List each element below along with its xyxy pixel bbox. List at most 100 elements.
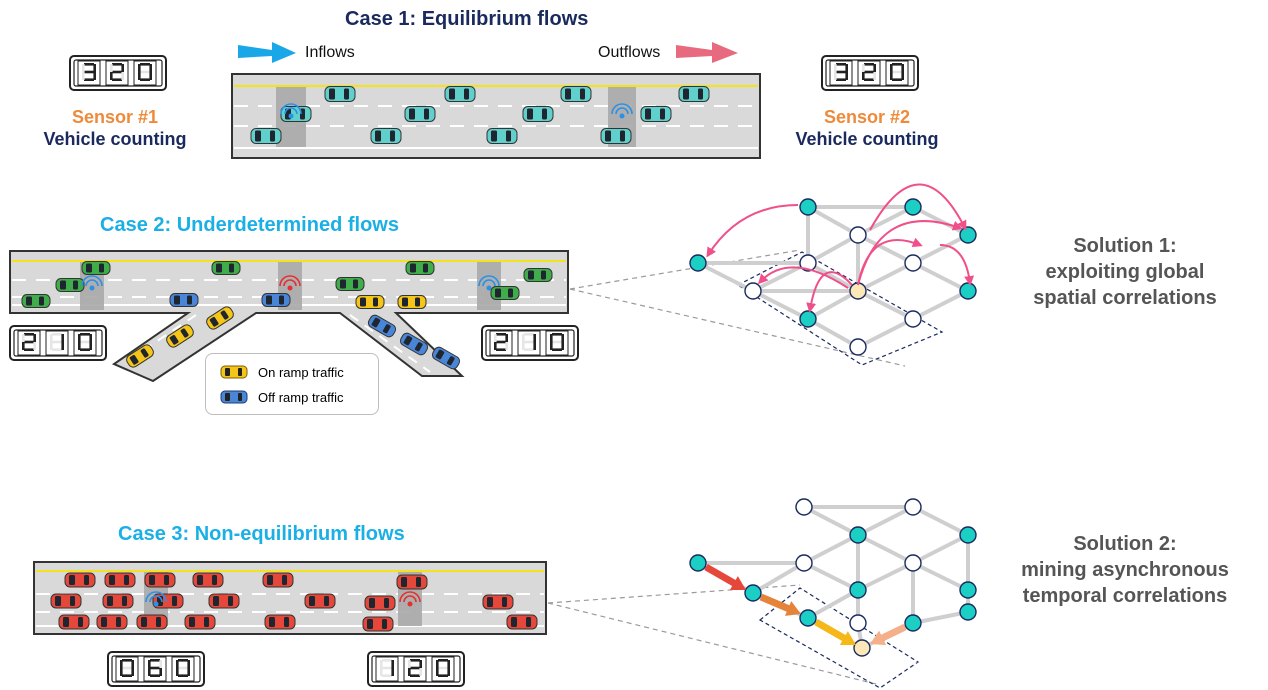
spatial-graph <box>689 183 977 366</box>
car-icon <box>104 572 136 588</box>
graph-node <box>849 226 867 244</box>
car-icon <box>250 128 282 144</box>
car-icon <box>431 346 461 370</box>
wifi-sensor-icon <box>81 275 103 291</box>
correlation-arrow <box>869 183 967 231</box>
graph-node <box>799 198 817 216</box>
car-icon <box>96 614 128 630</box>
sensor1-label: Sensor #1 Vehicle counting <box>15 106 215 150</box>
sensor2-description: Vehicle counting <box>795 129 939 149</box>
wifi-sensor-icon <box>280 103 302 119</box>
solution1-line1: Solution 1: <box>1073 235 1177 257</box>
car-icon <box>81 261 111 275</box>
correlation-arrow <box>857 220 963 286</box>
wifi-sensor-icon <box>145 591 167 607</box>
correlation-arrow <box>806 271 853 313</box>
case1-title: Case 1: Equilibrium flows <box>345 8 589 30</box>
inflows-label: Inflows <box>305 44 355 61</box>
car-icon <box>405 261 435 275</box>
correlation-arrow <box>939 244 975 286</box>
temporal-graph <box>689 498 977 689</box>
case2-right-display <box>481 325 579 361</box>
case3-left-display <box>107 651 205 687</box>
car-icon <box>50 593 82 609</box>
car-icon <box>102 593 134 609</box>
car-icon <box>304 593 336 609</box>
case2-title: Case 2: Underdetermined flows <box>100 214 399 236</box>
car-icon <box>355 295 385 309</box>
car-icon <box>262 572 294 588</box>
graph-node <box>795 554 813 572</box>
car-icon <box>523 268 553 282</box>
car-icon <box>136 614 168 630</box>
wifi-sensor-icon <box>611 103 633 119</box>
car-icon <box>144 572 176 588</box>
graph-node <box>904 254 922 272</box>
graph-node <box>689 254 707 272</box>
inflow-arrow-icon <box>238 42 296 63</box>
solution1-line3: spatial correlations <box>1033 287 1217 309</box>
temporal-arrow <box>814 618 856 645</box>
correlation-arrow <box>857 237 923 286</box>
car-icon <box>55 278 85 292</box>
graph-node <box>904 198 922 216</box>
solution1-text: Solution 1: exploiting global spatial co… <box>985 233 1265 311</box>
case1-road <box>231 73 761 159</box>
sensor2-label: Sensor #2 Vehicle counting <box>767 106 967 150</box>
car-icon <box>490 286 520 300</box>
car-icon <box>362 616 394 632</box>
legend-on-ramp-label: On ramp traffic <box>258 364 344 380</box>
graph-node <box>849 614 867 632</box>
vehicles <box>21 86 710 632</box>
car-icon <box>600 128 632 144</box>
car-icon <box>58 614 90 630</box>
car-icon <box>364 595 396 611</box>
car-icon <box>206 306 234 330</box>
solution1-line2: exploiting global <box>1045 261 1205 283</box>
car-icon <box>560 86 592 102</box>
car-icon <box>211 261 241 275</box>
graph-node <box>959 282 977 300</box>
sensor1-display <box>69 55 167 91</box>
car-icon <box>444 86 476 102</box>
car-icon <box>640 106 672 122</box>
car-icon <box>522 106 554 122</box>
legend-off-ramp-label: Off ramp traffic <box>258 389 344 405</box>
graph-node <box>959 226 977 244</box>
graph-node <box>853 639 871 657</box>
graph-node <box>744 282 762 300</box>
sensors <box>81 103 633 607</box>
counter-displays <box>9 55 919 687</box>
graph-node <box>849 282 867 300</box>
car-icon <box>335 277 365 291</box>
car-icon <box>220 390 248 404</box>
graph-node <box>799 254 817 272</box>
sensor2-display <box>821 55 919 91</box>
graph-node <box>904 614 922 632</box>
correlation-arrow <box>706 204 799 258</box>
car-icon <box>184 614 216 630</box>
graph-node <box>904 554 922 572</box>
car-icon <box>482 594 514 610</box>
car-icon <box>324 86 356 102</box>
graph-node <box>849 526 867 544</box>
graph-node <box>795 498 813 516</box>
wifi-sensor-icon <box>478 275 500 291</box>
solution2-line1: Solution 2: <box>1073 533 1177 555</box>
car-icon <box>399 332 429 356</box>
car-icon <box>367 314 397 338</box>
car-icon <box>126 344 154 368</box>
graph-node <box>904 310 922 328</box>
temporal-arrow <box>870 623 907 646</box>
temporal-arrow <box>704 563 746 590</box>
car-icon <box>169 293 199 307</box>
graph-node <box>959 603 977 621</box>
car-icon <box>192 572 224 588</box>
outflow-arrow-icon <box>676 42 738 63</box>
legend-on-ramp: On ramp traffic <box>220 360 344 384</box>
case2-left-display <box>9 325 107 361</box>
car-icon <box>397 295 427 309</box>
graph-node <box>799 310 817 328</box>
car-icon <box>166 324 194 348</box>
